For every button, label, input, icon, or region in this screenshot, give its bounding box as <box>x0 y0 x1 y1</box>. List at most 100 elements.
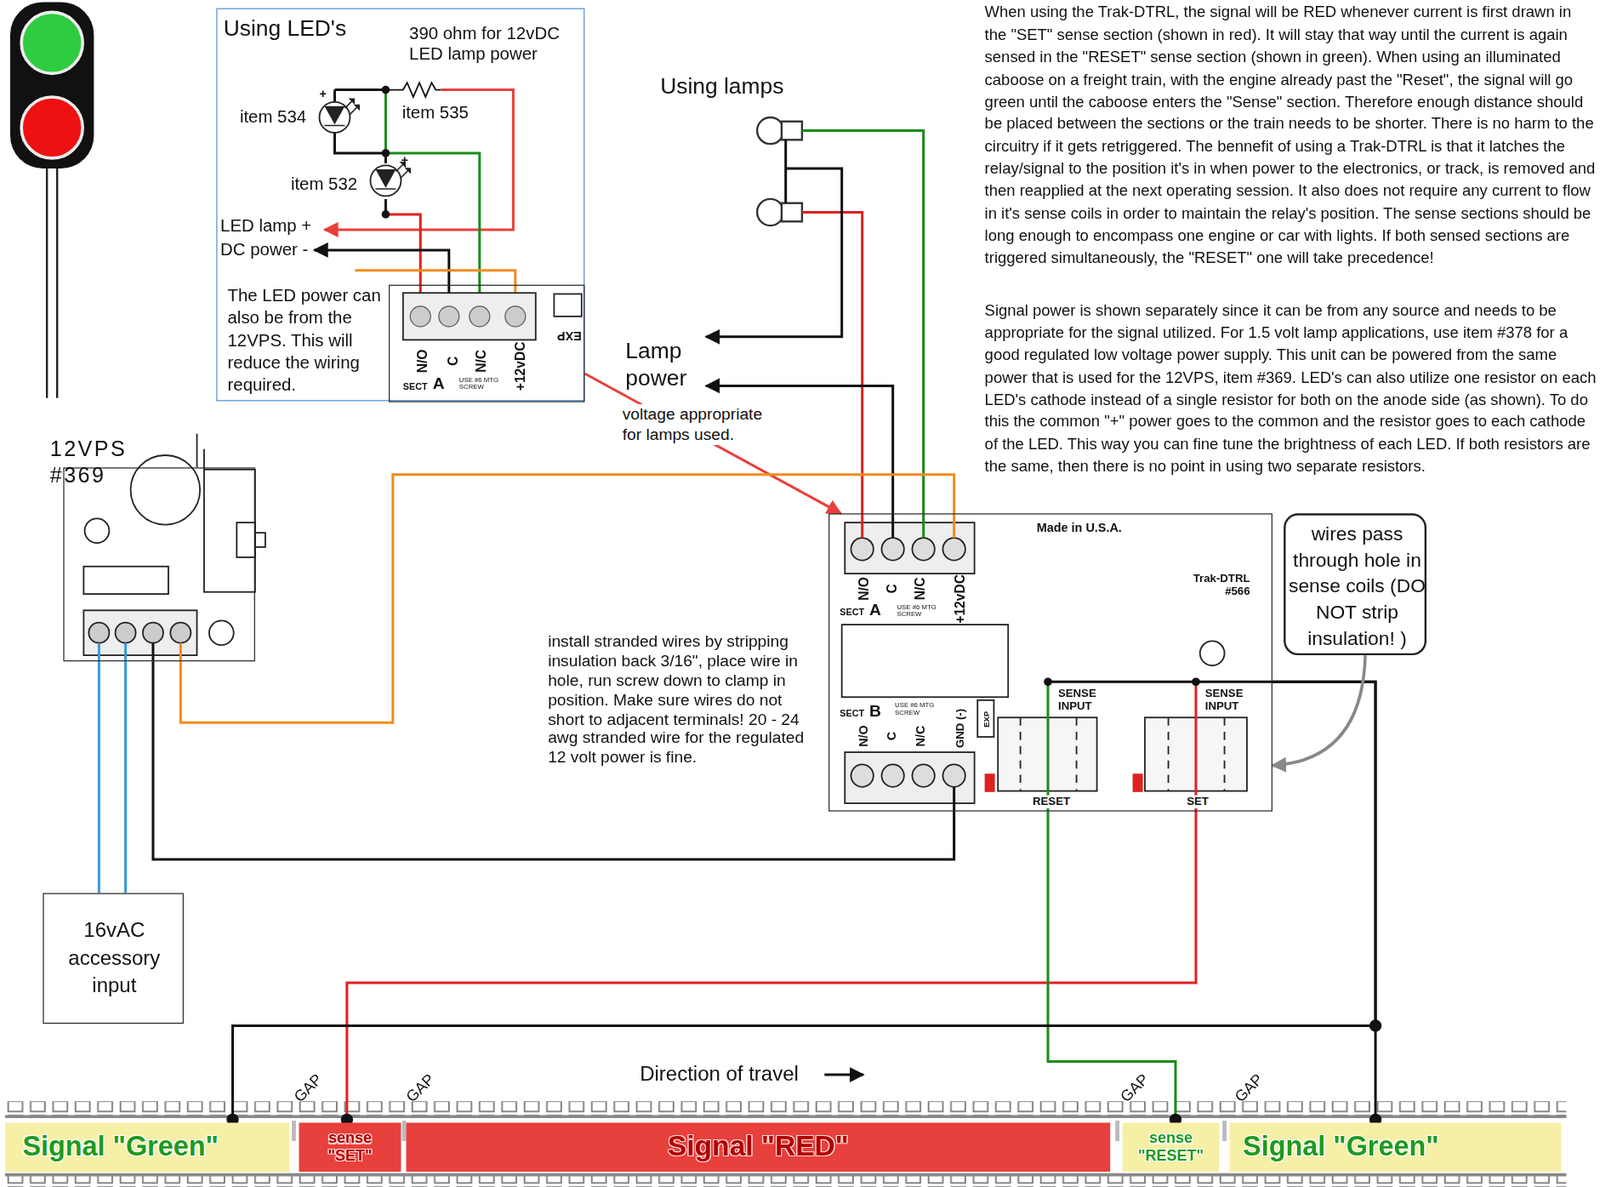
node-text: +12vDC <box>952 574 969 624</box>
leader-arrow <box>1272 654 1366 766</box>
track <box>5 1172 1566 1177</box>
power-supply-12vps <box>255 532 266 547</box>
junction-dot <box>1369 1019 1382 1031</box>
trak-dtrl-board <box>891 512 894 538</box>
trak-dtrl-board <box>1200 640 1225 666</box>
signal-head <box>56 168 58 399</box>
power-supply-12vps <box>204 469 256 593</box>
power-supply-12vps <box>197 433 205 470</box>
node-text: N/O <box>414 349 431 374</box>
led-symbol <box>324 98 359 126</box>
wire <box>233 681 1377 1122</box>
node-text: item 532 <box>290 174 358 195</box>
polarity-mark: + <box>400 153 408 168</box>
lamps <box>757 199 784 226</box>
power-supply-12vps <box>83 566 169 594</box>
sense-section: sense "SET" <box>298 1121 401 1172</box>
track-section: Signal "Green" <box>1229 1121 1562 1172</box>
trak-dtrl-board <box>1043 677 1053 686</box>
node-text: SET <box>1184 794 1211 809</box>
wire <box>1272 681 1376 1122</box>
lamps <box>706 139 843 337</box>
trak-dtrl-board <box>1191 677 1201 686</box>
led-symbol <box>318 102 350 133</box>
trak-dtrl-board <box>881 537 904 560</box>
node-text: N/C <box>473 349 490 373</box>
trak-dtrl-board <box>842 624 1009 697</box>
inset-terminal-strip <box>553 293 581 316</box>
track <box>1222 1120 1227 1141</box>
gap-label: GAP <box>1116 1070 1153 1106</box>
power-supply-box: 12VPS #369 <box>62 466 256 661</box>
trak-dtrl-board <box>952 786 956 812</box>
signal-head <box>10 1 94 398</box>
trak-dtrl-board <box>952 512 956 538</box>
inset-terminal-strip <box>505 306 526 327</box>
trak-dtrl-board <box>911 537 934 560</box>
node-text: DC power - <box>220 239 308 261</box>
inset-terminal-strip <box>403 292 582 340</box>
inset-wiring <box>381 210 391 219</box>
lamps <box>781 203 803 223</box>
trak-dtrl-board <box>881 763 904 786</box>
node-text: item 535 <box>402 102 469 124</box>
track <box>5 1074 1566 1187</box>
node-text: Made in U.S.A. <box>1036 520 1122 536</box>
node-text: 16vAC accessory input <box>45 916 183 999</box>
note-text: voltage appropriate for lamps used. <box>620 404 788 445</box>
direction-label: Direction of travel <box>639 1060 799 1086</box>
node-text: EXP <box>557 328 582 343</box>
node-text: Signal "Green" <box>1242 1129 1440 1163</box>
lamps <box>802 211 863 513</box>
note-text: When using the Trak-DTRL, the signal wil… <box>985 0 1598 269</box>
trak-dtrl-board <box>977 700 994 737</box>
node-text: 12VPS #369 <box>50 435 126 490</box>
wire <box>347 811 1196 1123</box>
trak-dtrl-board <box>1133 773 1144 792</box>
node-text: SENSE INPUT <box>1058 687 1108 712</box>
accessory-input-box: 16vAC accessory input <box>42 893 184 1025</box>
wire <box>124 660 127 893</box>
power-supply-12vps <box>151 643 154 662</box>
inset-wiring <box>381 148 391 158</box>
trak-dtrl-board <box>942 763 965 786</box>
power-supply-12vps <box>130 455 201 525</box>
signal-head <box>45 168 48 399</box>
gap-label: GAP <box>1230 1070 1267 1106</box>
node-text: SECT <box>403 381 428 393</box>
trak-dtrl-board <box>1194 681 1197 811</box>
lamps <box>802 130 924 514</box>
track <box>291 1120 297 1141</box>
inset-terminal-strip <box>409 306 431 327</box>
note-text: install stranded wires by stripping insu… <box>547 632 805 768</box>
inset-wiring <box>385 82 441 97</box>
inset-wiring <box>324 90 513 230</box>
led-symbol <box>324 106 345 126</box>
lamps <box>706 117 924 513</box>
inset-panel: Using LED's390 ohm for 12vDC LED lamp po… <box>216 8 585 402</box>
track <box>5 1175 1566 1187</box>
inset-terminal-strip <box>403 292 536 340</box>
node-text: LED lamp + <box>220 216 312 237</box>
trak-dtrl-board <box>922 512 925 538</box>
wire <box>97 660 101 893</box>
terminal-board: N/OCN/C+12vDCSECTAUSE #6 MTG SCREWEXP <box>388 284 585 403</box>
inset-wiring <box>313 82 515 312</box>
note-text: Signal power is shown separately since i… <box>985 298 1598 478</box>
track-section: Signal "RED" <box>405 1121 1111 1172</box>
power-supply-12vps <box>98 643 126 662</box>
node-text: USE #6 MTG SCREW <box>896 603 950 618</box>
lamps <box>757 117 784 144</box>
node-text: N/O <box>855 724 871 747</box>
node-text: sense "RESET" <box>1124 1129 1218 1164</box>
node-text: GND (-) <box>953 707 968 747</box>
signal-head <box>21 96 83 159</box>
node-text: C <box>883 583 900 593</box>
inset-terminal-strip <box>438 306 460 327</box>
gap-label: GAP <box>402 1070 439 1106</box>
power-supply-12vps <box>170 622 191 644</box>
callout-box: wires pass through hole in sense coils (… <box>1283 512 1427 655</box>
node-text: Signal "RED" <box>408 1128 1109 1163</box>
power-arrow <box>584 373 841 513</box>
